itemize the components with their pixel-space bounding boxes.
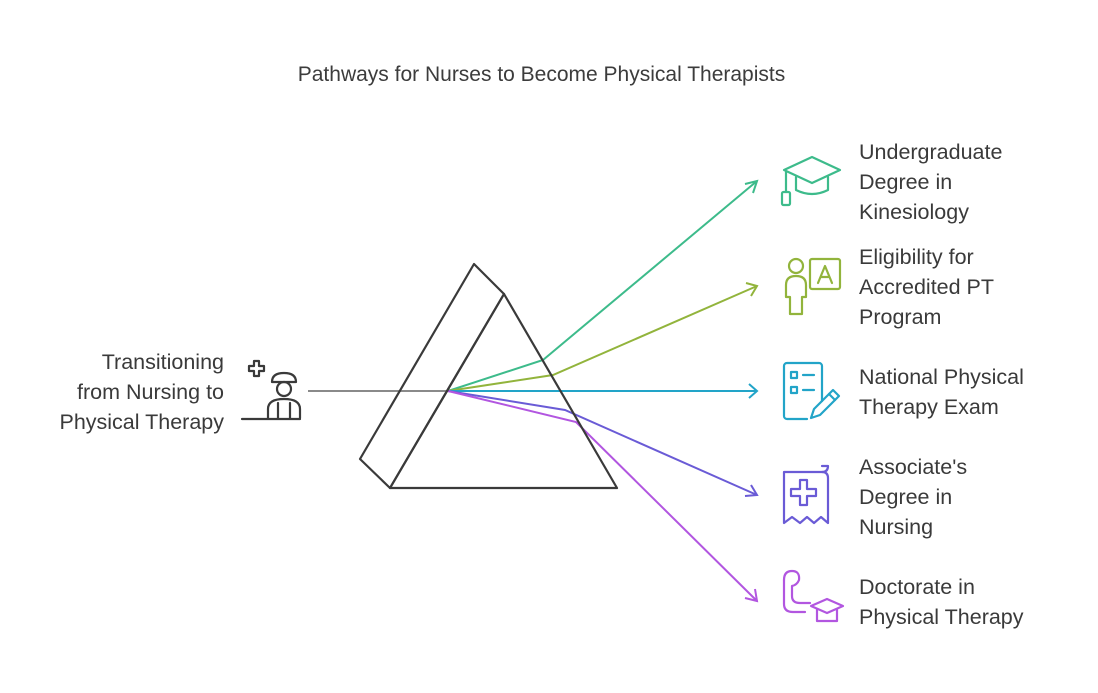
student-grade-icon (784, 257, 842, 316)
outcome-label-line: Degree in (859, 170, 953, 194)
diagram-title: Pathways for Nurses to Become Physical T… (297, 63, 786, 86)
outcome-label-line: Program (859, 305, 942, 329)
exam-checklist-icon (782, 361, 841, 421)
outcome-label-line: Kinesiology (859, 200, 969, 224)
source-label-line: from Nursing to (77, 380, 224, 404)
prism (358, 262, 619, 490)
outcome-label-line: Accredited PT (859, 275, 995, 299)
outcome-label-undergraduate: Undergraduate Degree in Kinesiology (859, 137, 1089, 227)
outcome-label-line: Degree in (859, 485, 953, 509)
source-label-line: Physical Therapy (59, 410, 224, 434)
outcome-label-line: Therapy Exam (859, 395, 999, 419)
flexed-arm-graduation-icon (782, 569, 845, 623)
outcome-label-associate: Associate's Degree in Nursing (859, 452, 1089, 542)
beam-undergraduate (447, 179, 759, 392)
outcome-label-exam: National Physical Therapy Exam (859, 362, 1089, 422)
outcome-label-line: Eligibility for (859, 245, 974, 269)
outcome-label-doctorate: Doctorate in Physical Therapy (859, 572, 1089, 632)
graduation-cap-icon (780, 155, 842, 207)
outcome-label-eligibility: Eligibility for Accredited PT Program (859, 242, 1089, 332)
medical-certificate-icon (782, 464, 830, 525)
outcome-label-line: Associate's (859, 455, 968, 479)
beam-exam (448, 383, 759, 399)
beam-doctorate (447, 390, 759, 603)
beam-associate (447, 390, 759, 497)
outcome-label-line: Physical Therapy (859, 605, 1024, 629)
outcome-label-line: National Physical (859, 365, 1024, 389)
source-label-line: Transitioning (101, 350, 224, 374)
nurse-icon (240, 359, 302, 421)
outcome-label-line: Nursing (859, 515, 934, 539)
source-label: Transitioning from Nursing to Physical T… (20, 347, 224, 437)
outcome-label-line: Doctorate in (859, 575, 975, 599)
outcome-label-line: Undergraduate (859, 140, 1003, 164)
beam-eligibility (447, 282, 759, 392)
